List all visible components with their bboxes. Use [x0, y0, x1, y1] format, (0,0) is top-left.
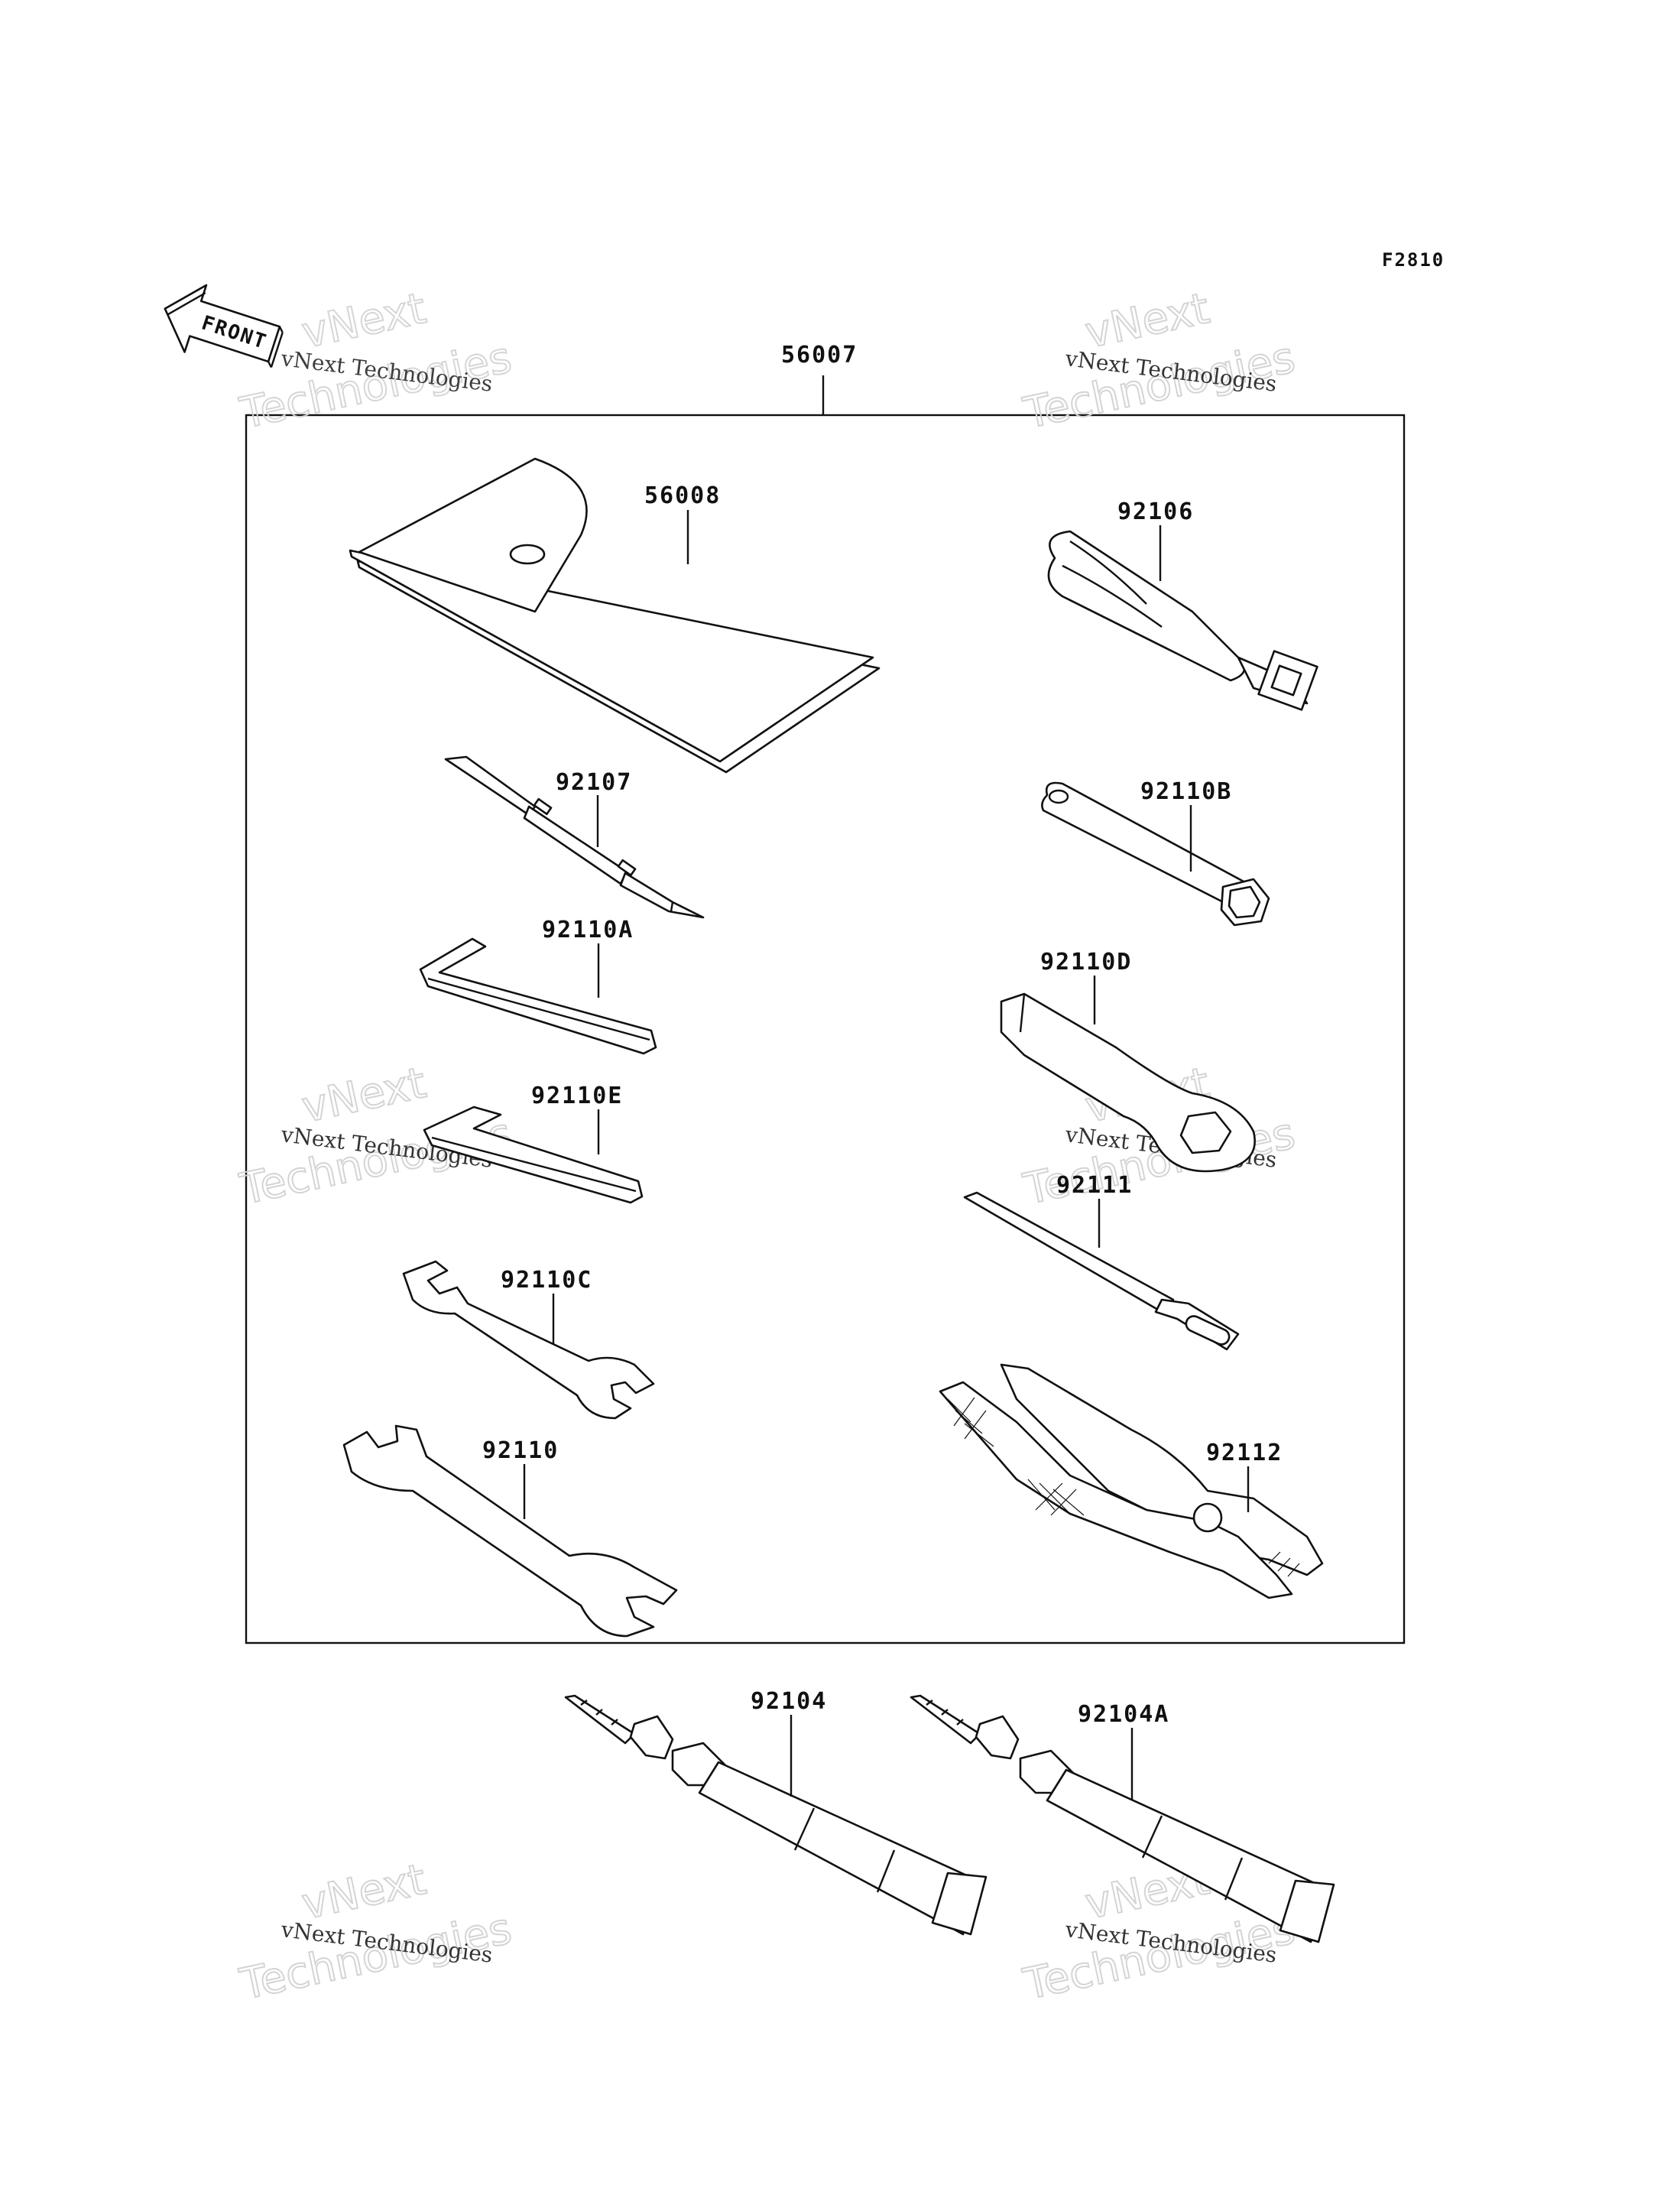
label-screwdriver: 92107	[556, 769, 632, 796]
screwdriver-handle	[1047, 530, 1318, 711]
grease-tube-a	[910, 1694, 1335, 1943]
label-box-wrench: 92110B	[1140, 778, 1232, 805]
label-wrench: 92110	[482, 1437, 559, 1464]
grease-tube	[564, 1694, 988, 1936]
open-wrench	[342, 1424, 678, 1638]
label-pliers: 92112	[1206, 1440, 1283, 1466]
label-grease: 92104	[751, 1688, 827, 1715]
label-ring-wrench: 92110D	[1040, 949, 1132, 976]
box-wrench	[1041, 781, 1270, 927]
label-grease-a: 92104A	[1078, 1701, 1169, 1728]
open-wrench-c	[402, 1260, 655, 1420]
handle-bar	[963, 1191, 1240, 1351]
figure-code: F2810	[1382, 249, 1445, 271]
front-arrow-icon: FRONT	[164, 284, 284, 368]
svg-text:vNext: vNext	[1081, 284, 1214, 359]
hex-key-a	[419, 937, 657, 1055]
label-kit: 56007	[781, 342, 858, 368]
label-hex-key-a: 92110A	[542, 917, 634, 943]
svg-text:vNext: vNext	[297, 1058, 430, 1133]
pliers	[939, 1363, 1324, 1599]
label-hex-key-e: 92110E	[531, 1083, 623, 1109]
label-pouch: 56008	[644, 482, 721, 509]
watermark-bottom-left: vNext Technologies vNext Technologies	[235, 1854, 516, 2011]
label-handle-bar: 92111	[1056, 1172, 1133, 1199]
kit-boundary	[245, 414, 1406, 1644]
svg-text:vNext: vNext	[297, 1855, 430, 1930]
svg-text:vNext: vNext	[297, 284, 430, 359]
tool-pouch	[349, 457, 881, 774]
ring-wrench	[1000, 992, 1256, 1173]
label-screwdriver-handle: 92106	[1117, 498, 1194, 525]
screwdriver-bit	[444, 755, 705, 919]
label-wrench-c: 92110C	[501, 1267, 592, 1294]
hex-key-e	[423, 1105, 644, 1204]
